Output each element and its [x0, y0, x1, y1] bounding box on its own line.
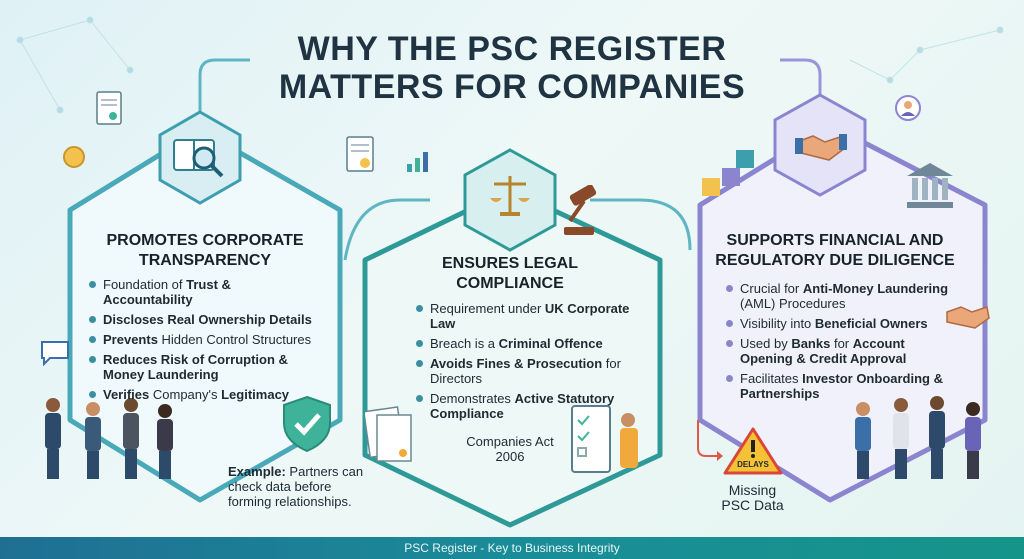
bullet-text: UK Corporate Law	[430, 301, 630, 331]
scales-icon	[490, 176, 530, 216]
bullet-item: Requirement under UK Corporate Law	[415, 301, 630, 331]
chart-icon	[407, 152, 428, 172]
shield-check-icon	[283, 395, 331, 453]
example-note: Example: Partners can check data before …	[228, 464, 364, 509]
bullet-text: Prevents	[103, 332, 158, 347]
bullet-item: Prevents Hidden Control Structures	[88, 332, 323, 347]
bullet-item: Reduces Risk of Corruption & Money Laund…	[88, 352, 323, 382]
bullet-text: Reduces Risk of Corruption & Money Laund…	[103, 352, 288, 382]
cubes-icon	[702, 150, 754, 196]
bullet-text: Breach is a	[430, 336, 499, 351]
bullet-item: Crucial for Anti-Money Laundering (AML) …	[725, 281, 955, 311]
bullet-text: Banks	[791, 336, 831, 351]
magnifier-book-icon	[173, 139, 224, 178]
panel-3-bullets: Crucial for Anti-Money Laundering (AML) …	[725, 281, 955, 406]
user-avatar-icon	[895, 95, 921, 121]
document-icon	[96, 91, 122, 125]
bullet-text: Account Opening & Credit Approval	[740, 336, 907, 366]
bullet-text: Facilitates	[740, 371, 803, 386]
bullet-item: Discloses Real Ownership Details	[88, 312, 323, 327]
bullet-text: Anti-Money Laundering	[802, 281, 949, 296]
footer-banner: PSC Register - Key to Business Integrity	[0, 537, 1024, 559]
bullet-item: Visibility into Beneficial Owners	[725, 316, 955, 331]
bullet-text: Hidden Control Structures	[157, 332, 312, 347]
bullet-item: Foundation of Trust & Accountability	[88, 277, 323, 307]
bullet-text: Visibility into	[740, 316, 815, 331]
bullet-text: Company's	[149, 387, 222, 402]
bullet-text: Avoids Fines & Prosecution	[430, 356, 603, 371]
bullet-text: Legitimacy	[221, 387, 290, 402]
warning-triangle-icon: DELAYS	[722, 426, 784, 476]
bullet-text: Demonstrates	[430, 391, 515, 406]
footer-text: PSC Register - Key to Business Integrity	[404, 541, 620, 555]
checklist-clipboard-icon	[571, 405, 638, 473]
bullet-text: Beneficial Owners	[814, 316, 928, 331]
bullet-text: Verifies	[103, 387, 150, 402]
bullet-text: Criminal Offence	[498, 336, 603, 351]
bullet-item: Breach is a Criminal Offence	[415, 336, 630, 351]
bullet-text: Active Statutory Compliance	[430, 391, 615, 421]
papers-icon	[365, 406, 412, 462]
bullet-text: Used by	[740, 336, 792, 351]
panel-3-shape	[697, 93, 988, 503]
bullet-item: Verifies Company's Legitimacy	[88, 387, 323, 402]
bullet-item: Used by Banks for Account Opening & Cred…	[725, 336, 955, 366]
bullet-item: Facilitates Investor Onboarding & Partne…	[725, 371, 955, 401]
gavel-icon	[564, 185, 597, 235]
people-group-left	[45, 398, 173, 479]
bullet-text: Investor Onboarding & Partnerships	[740, 371, 943, 401]
warning-badge: DELAYS	[737, 460, 769, 469]
bullet-text: Foundation of	[103, 277, 187, 292]
chat-bubble-icon	[41, 341, 69, 366]
people-group-right	[855, 396, 981, 479]
bullet-text: Trust & Accountability	[103, 277, 231, 307]
coin-icon	[63, 146, 85, 168]
arrow-icon	[697, 420, 723, 461]
bullet-item: Avoids Fines & Prosecution for Directors	[415, 356, 630, 386]
bullet-text: Discloses Real Ownership Details	[103, 312, 312, 327]
bank-icon	[907, 163, 953, 208]
bullet-text: for	[830, 336, 853, 351]
handshake-side-icon	[946, 306, 990, 329]
bullet-text: Crucial for	[740, 281, 803, 296]
bullet-item: Demonstrates Active Statutory Compliance	[415, 391, 630, 421]
bullet-text: for Directors	[430, 356, 621, 386]
bullet-text: (AML) Procedures	[740, 296, 846, 311]
certificate-icon	[346, 136, 374, 172]
handshake-icon	[795, 134, 847, 161]
bullet-text: Requirement under	[430, 301, 545, 316]
